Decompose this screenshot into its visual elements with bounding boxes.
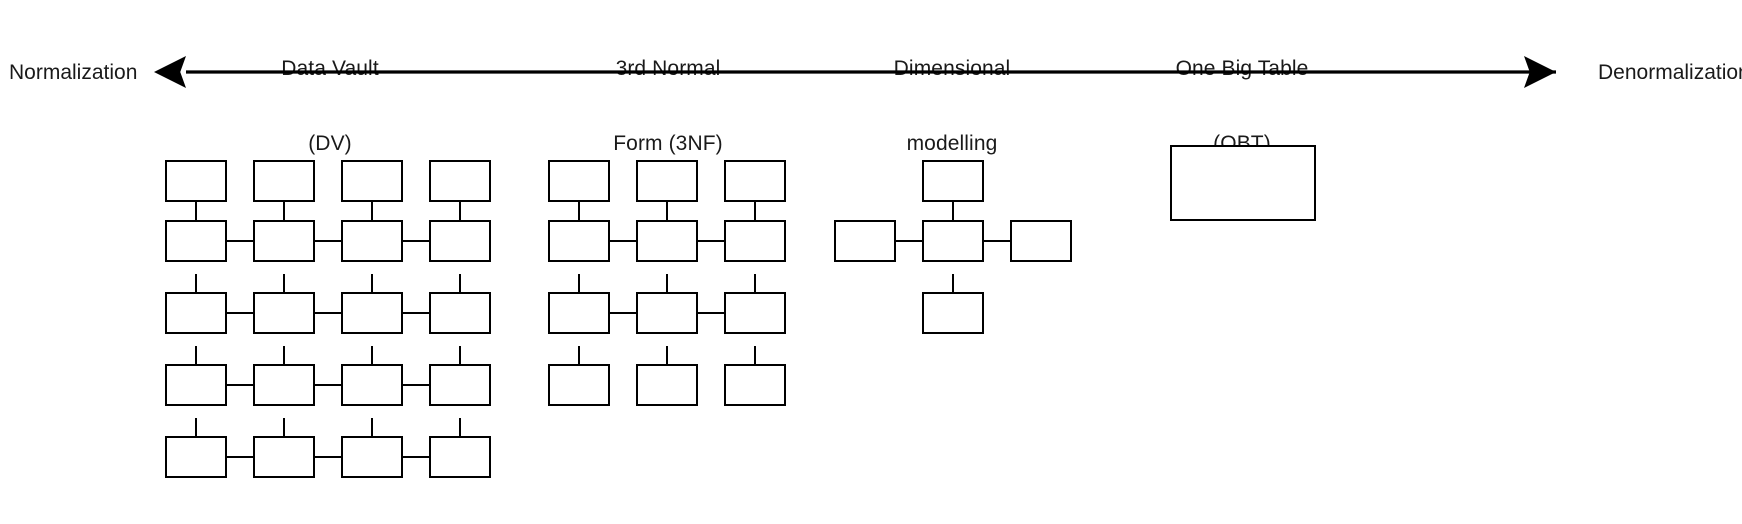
edge-vertical bbox=[459, 202, 462, 222]
table-node[interactable] bbox=[165, 436, 227, 478]
dimension-node-bottom[interactable] bbox=[922, 292, 984, 334]
edge-vertical bbox=[754, 202, 757, 222]
edge-vertical bbox=[283, 202, 286, 222]
edge-vertical bbox=[371, 202, 374, 222]
edge-vertical bbox=[283, 346, 286, 366]
edge-horizontal bbox=[226, 240, 253, 243]
table-node[interactable] bbox=[165, 292, 227, 334]
axis-label-denormalization: Denormalization bbox=[1598, 61, 1742, 84]
edge-vertical bbox=[371, 418, 374, 438]
table-node[interactable] bbox=[429, 292, 491, 334]
axis-label-normalization: Normalization bbox=[9, 61, 138, 84]
table-node[interactable] bbox=[165, 220, 227, 262]
edge-horizontal bbox=[314, 456, 341, 459]
edge-vertical bbox=[459, 418, 462, 438]
model-one-big-table bbox=[1170, 145, 1330, 245]
edge-horizontal bbox=[226, 312, 253, 315]
table-node[interactable] bbox=[341, 160, 403, 202]
table-node[interactable] bbox=[253, 292, 315, 334]
edge-horizontal bbox=[609, 312, 636, 315]
edge-vertical bbox=[952, 274, 955, 294]
edge-vertical bbox=[459, 274, 462, 294]
table-node[interactable] bbox=[165, 160, 227, 202]
table-node[interactable] bbox=[636, 364, 698, 406]
edge-vertical bbox=[371, 274, 374, 294]
edge-vertical bbox=[754, 346, 757, 366]
edge-horizontal bbox=[402, 456, 429, 459]
edge-horizontal bbox=[314, 312, 341, 315]
table-node[interactable] bbox=[724, 160, 786, 202]
table-node[interactable] bbox=[429, 436, 491, 478]
edge-vertical bbox=[195, 202, 198, 222]
table-node[interactable] bbox=[341, 292, 403, 334]
table-node[interactable] bbox=[724, 292, 786, 334]
edge-vertical bbox=[578, 346, 581, 366]
table-node[interactable] bbox=[548, 292, 610, 334]
edge-horizontal bbox=[314, 240, 341, 243]
column-label-line2: modelling bbox=[906, 132, 998, 155]
edge-vertical bbox=[666, 202, 669, 222]
table-node[interactable] bbox=[341, 364, 403, 406]
edge-horizontal bbox=[402, 312, 429, 315]
fact-node-center[interactable] bbox=[922, 220, 984, 262]
edge-vertical bbox=[283, 418, 286, 438]
table-node[interactable] bbox=[724, 220, 786, 262]
edge-vertical bbox=[195, 274, 198, 294]
table-node[interactable] bbox=[429, 160, 491, 202]
table-node[interactable] bbox=[548, 220, 610, 262]
normalization-axis-arrow bbox=[154, 56, 1556, 88]
edge-vertical bbox=[283, 274, 286, 294]
edge-vertical bbox=[195, 418, 198, 438]
edge-vertical bbox=[952, 202, 955, 222]
model-third-normal-form bbox=[548, 147, 808, 437]
column-label-line2: (DV) bbox=[308, 132, 352, 155]
table-node[interactable] bbox=[548, 160, 610, 202]
edge-horizontal bbox=[402, 384, 429, 387]
edge-horizontal bbox=[697, 312, 724, 315]
edge-vertical bbox=[666, 274, 669, 294]
table-node[interactable] bbox=[429, 220, 491, 262]
edge-vertical bbox=[578, 274, 581, 294]
table-node[interactable] bbox=[253, 436, 315, 478]
table-node[interactable] bbox=[253, 220, 315, 262]
edge-vertical bbox=[578, 202, 581, 222]
model-dimensional-modelling bbox=[834, 147, 1074, 334]
table-node[interactable] bbox=[724, 364, 786, 406]
table-node[interactable] bbox=[253, 364, 315, 406]
table-node[interactable] bbox=[636, 220, 698, 262]
edge-vertical bbox=[754, 274, 757, 294]
table-node[interactable] bbox=[548, 364, 610, 406]
edge-vertical bbox=[666, 346, 669, 366]
table-node[interactable] bbox=[636, 292, 698, 334]
edge-horizontal bbox=[983, 240, 1010, 243]
edge-horizontal bbox=[314, 384, 341, 387]
edge-vertical bbox=[195, 346, 198, 366]
model-data-vault bbox=[165, 147, 505, 507]
dimension-node-top[interactable] bbox=[922, 160, 984, 202]
column-label-line2: Form (3NF) bbox=[613, 132, 723, 155]
edge-horizontal bbox=[402, 240, 429, 243]
edge-horizontal bbox=[895, 240, 922, 243]
table-node[interactable] bbox=[165, 364, 227, 406]
dimension-node-right[interactable] bbox=[1010, 220, 1072, 262]
edge-horizontal bbox=[697, 240, 724, 243]
edge-vertical bbox=[371, 346, 374, 366]
table-node[interactable] bbox=[253, 160, 315, 202]
table-node[interactable] bbox=[341, 220, 403, 262]
table-node[interactable] bbox=[429, 364, 491, 406]
table-node[interactable] bbox=[341, 436, 403, 478]
dimension-node-left[interactable] bbox=[834, 220, 896, 262]
edge-horizontal bbox=[226, 456, 253, 459]
edge-horizontal bbox=[609, 240, 636, 243]
edge-vertical bbox=[459, 346, 462, 366]
edge-horizontal bbox=[226, 384, 253, 387]
one-big-table-node[interactable] bbox=[1170, 145, 1316, 221]
table-node[interactable] bbox=[636, 160, 698, 202]
